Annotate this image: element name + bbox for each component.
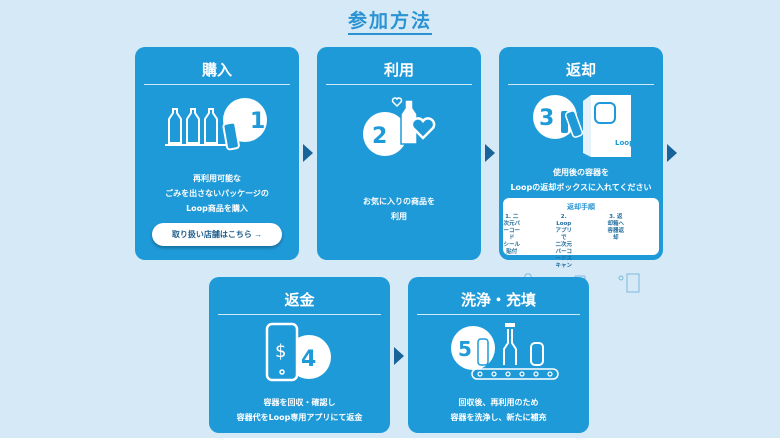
return-step: 3. 返却箱へ容器返却 bbox=[607, 214, 625, 241]
svg-text:5: 5 bbox=[458, 337, 472, 361]
card-description: 容器を回収・確認し容器代をLoop専用アプリにて返金 bbox=[236, 398, 363, 422]
divider bbox=[326, 84, 472, 85]
step-number: 1 bbox=[250, 109, 265, 134]
wash-conveyor-icon: 5 bbox=[451, 323, 559, 380]
card-use: 利用 2 お気に入りの商品を利用 bbox=[317, 47, 481, 260]
bottle-heart-icon: 2 bbox=[363, 97, 436, 156]
svg-text:Loop: Loop bbox=[615, 139, 634, 147]
card-heading: 利用 bbox=[383, 61, 414, 79]
return-step: 2. Loopアプリで二次元バーコードスキャン bbox=[555, 214, 573, 269]
card-wash-refill: 洗浄・充填 5 回収後、再利用のため容器を洗浄し、新たに補充 bbox=[408, 277, 589, 433]
svg-text:2: 2 bbox=[372, 124, 387, 149]
card-description: 回収後、再利用のため容器を洗浄し、新たに補充 bbox=[450, 398, 547, 422]
phone-refund-icon: 4 $ bbox=[265, 322, 331, 382]
steps-title: 返却手順 bbox=[567, 203, 595, 211]
return-box-icon: Loop 3 bbox=[533, 95, 634, 157]
svg-text:4: 4 bbox=[301, 347, 316, 372]
return-steps-panel: 返却手順 1. 二次元バーコードシール貼付 2. Loopアプリで二次元バーコー… bbox=[503, 198, 659, 293]
divider bbox=[218, 314, 381, 315]
return-step: 1. 二次元バーコードシール貼付 bbox=[503, 214, 521, 255]
card-heading: 返却 bbox=[565, 61, 596, 79]
arrow-right-icon bbox=[485, 144, 495, 162]
svg-text:$: $ bbox=[275, 341, 286, 362]
divider bbox=[508, 84, 654, 85]
divider bbox=[144, 84, 290, 85]
arrow-right-icon bbox=[303, 144, 313, 162]
bottles-shelf-icon: 1 bbox=[165, 98, 267, 151]
card-heading: 返金 bbox=[284, 291, 315, 309]
arrow-right-icon bbox=[667, 144, 677, 162]
card-heading: 購入 bbox=[201, 61, 232, 79]
store-locator-button[interactable]: 取り扱い店舗はこちら → bbox=[152, 223, 282, 246]
card-heading: 洗浄・充填 bbox=[460, 291, 536, 309]
card-refund: 返金 4 $ 容器を回収・確認し容器代をLoop専用アプリにて返金 bbox=[209, 277, 390, 433]
card-description: お気に入りの商品を利用 bbox=[363, 197, 435, 221]
arrow-right-icon bbox=[394, 347, 404, 365]
divider bbox=[417, 314, 580, 315]
svg-text:3: 3 bbox=[539, 106, 554, 131]
page-title: 参加方法 bbox=[0, 6, 780, 35]
